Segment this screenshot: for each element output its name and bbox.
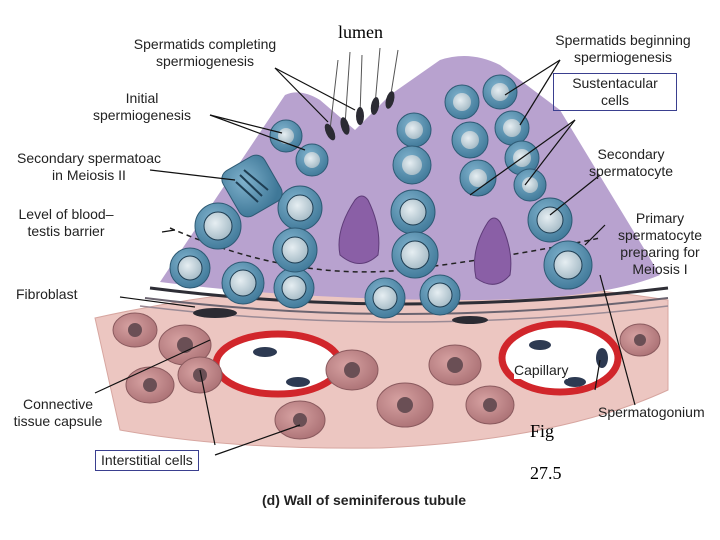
spermatid-column-right	[444, 74, 547, 202]
label-sustentacular-cells: Sustentacular cells	[553, 73, 677, 111]
label-connective-tissue: Connective tissue capsule	[13, 396, 103, 429]
fig-label: Fig	[530, 421, 555, 441]
spermatid-column-center	[392, 112, 432, 185]
label-fibroblast: Fibroblast	[16, 286, 78, 302]
germ-cells-basal	[169, 240, 593, 319]
mature-spermatids	[324, 47, 399, 141]
blood-testis-barrier-line	[169, 227, 601, 273]
label-primary-spermatocyte: Primary spermatocyte preparing for Meios…	[617, 210, 703, 277]
label-spermatids-beginning: Spermatids beginning spermiogenesis	[555, 32, 691, 65]
interstitial-cells-group	[112, 312, 661, 440]
label-spermatids-completing: Spermatids completing spermiogenesis	[133, 36, 277, 69]
fibroblast-cell	[193, 308, 237, 318]
leader-lines	[94, 59, 636, 456]
label-initial-spermiogenesis: Initial spermiogenesis	[92, 90, 192, 123]
initial-spermiogenesis-cells	[269, 119, 329, 177]
sustentacular-cell-right	[474, 217, 512, 285]
label-spermatogonium: Spermatogonium	[598, 404, 705, 420]
label-lumen: lumen	[338, 22, 383, 42]
capillary-right	[498, 320, 622, 396]
fig-number: 27.5	[530, 463, 562, 483]
sustentacular-cell-left	[338, 195, 380, 264]
meiosis-ii-cell	[221, 154, 283, 218]
label-secondary-spermatocyte: Secondary spermatocyte	[588, 146, 674, 179]
label-interstitial-cells: Interstitial cells	[95, 450, 199, 471]
figure-caption: (d) Wall of seminiferous tubule	[262, 492, 467, 508]
capillary-left	[212, 330, 344, 398]
germ-cells-mid	[194, 185, 573, 279]
label-blood-testis-barrier: Level of blood–testis barrier	[18, 206, 114, 239]
label-capillary: Capillary	[514, 362, 569, 379]
label-secondary-spermatocyte-meiosis: Secondary spermatoac in Meiosis II	[17, 150, 161, 183]
